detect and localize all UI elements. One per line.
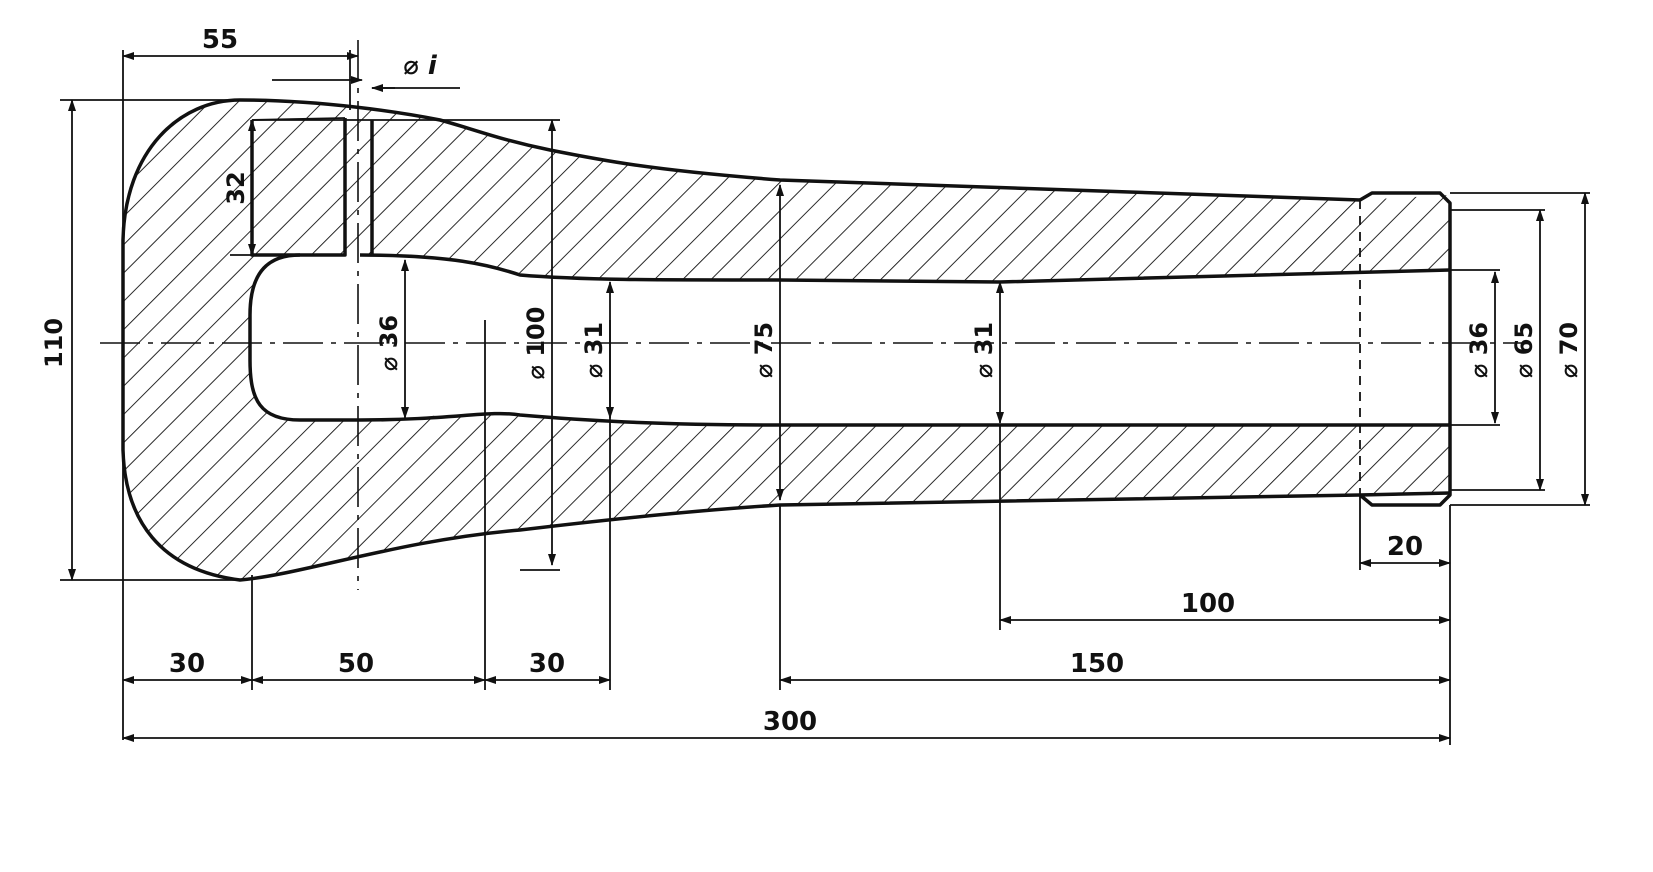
dim-overall-height: 110: [40, 318, 68, 368]
dim-slot-depth: 32: [222, 171, 250, 204]
dim-bore-start: ⌀ 36: [375, 315, 403, 371]
dim-dia-70: ⌀ 70: [1555, 322, 1583, 378]
dim-len-150: 150: [1070, 649, 1124, 679]
dimension-lines: [68, 52, 1589, 742]
dim-dia-31-right: ⌀ 31: [970, 322, 998, 378]
dim-len-100: 100: [1181, 589, 1235, 619]
dim-dia-75: ⌀ 75: [750, 322, 778, 378]
dim-len-30-b: 30: [529, 649, 565, 679]
dim-len-50: 50: [338, 649, 374, 679]
extension-lines: [60, 50, 1590, 745]
dim-dia-65: ⌀ 65: [1510, 322, 1538, 378]
bore-outline: [248, 253, 1451, 427]
dim-len-300: 300: [763, 707, 817, 737]
dim-len-20: 20: [1387, 532, 1423, 562]
section-upper: [123, 100, 1450, 580]
dim-len-30-a: 30: [169, 649, 205, 679]
right-collar: [1358, 191, 1452, 507]
dim-hole-dia: ⌀ i: [403, 51, 438, 81]
dim-dia-31-left: ⌀ 31: [580, 322, 608, 378]
dim-top-width: 55: [202, 25, 238, 55]
dim-dia-100: ⌀ 100: [522, 307, 550, 380]
dim-bore-end: ⌀ 36: [1465, 322, 1493, 378]
